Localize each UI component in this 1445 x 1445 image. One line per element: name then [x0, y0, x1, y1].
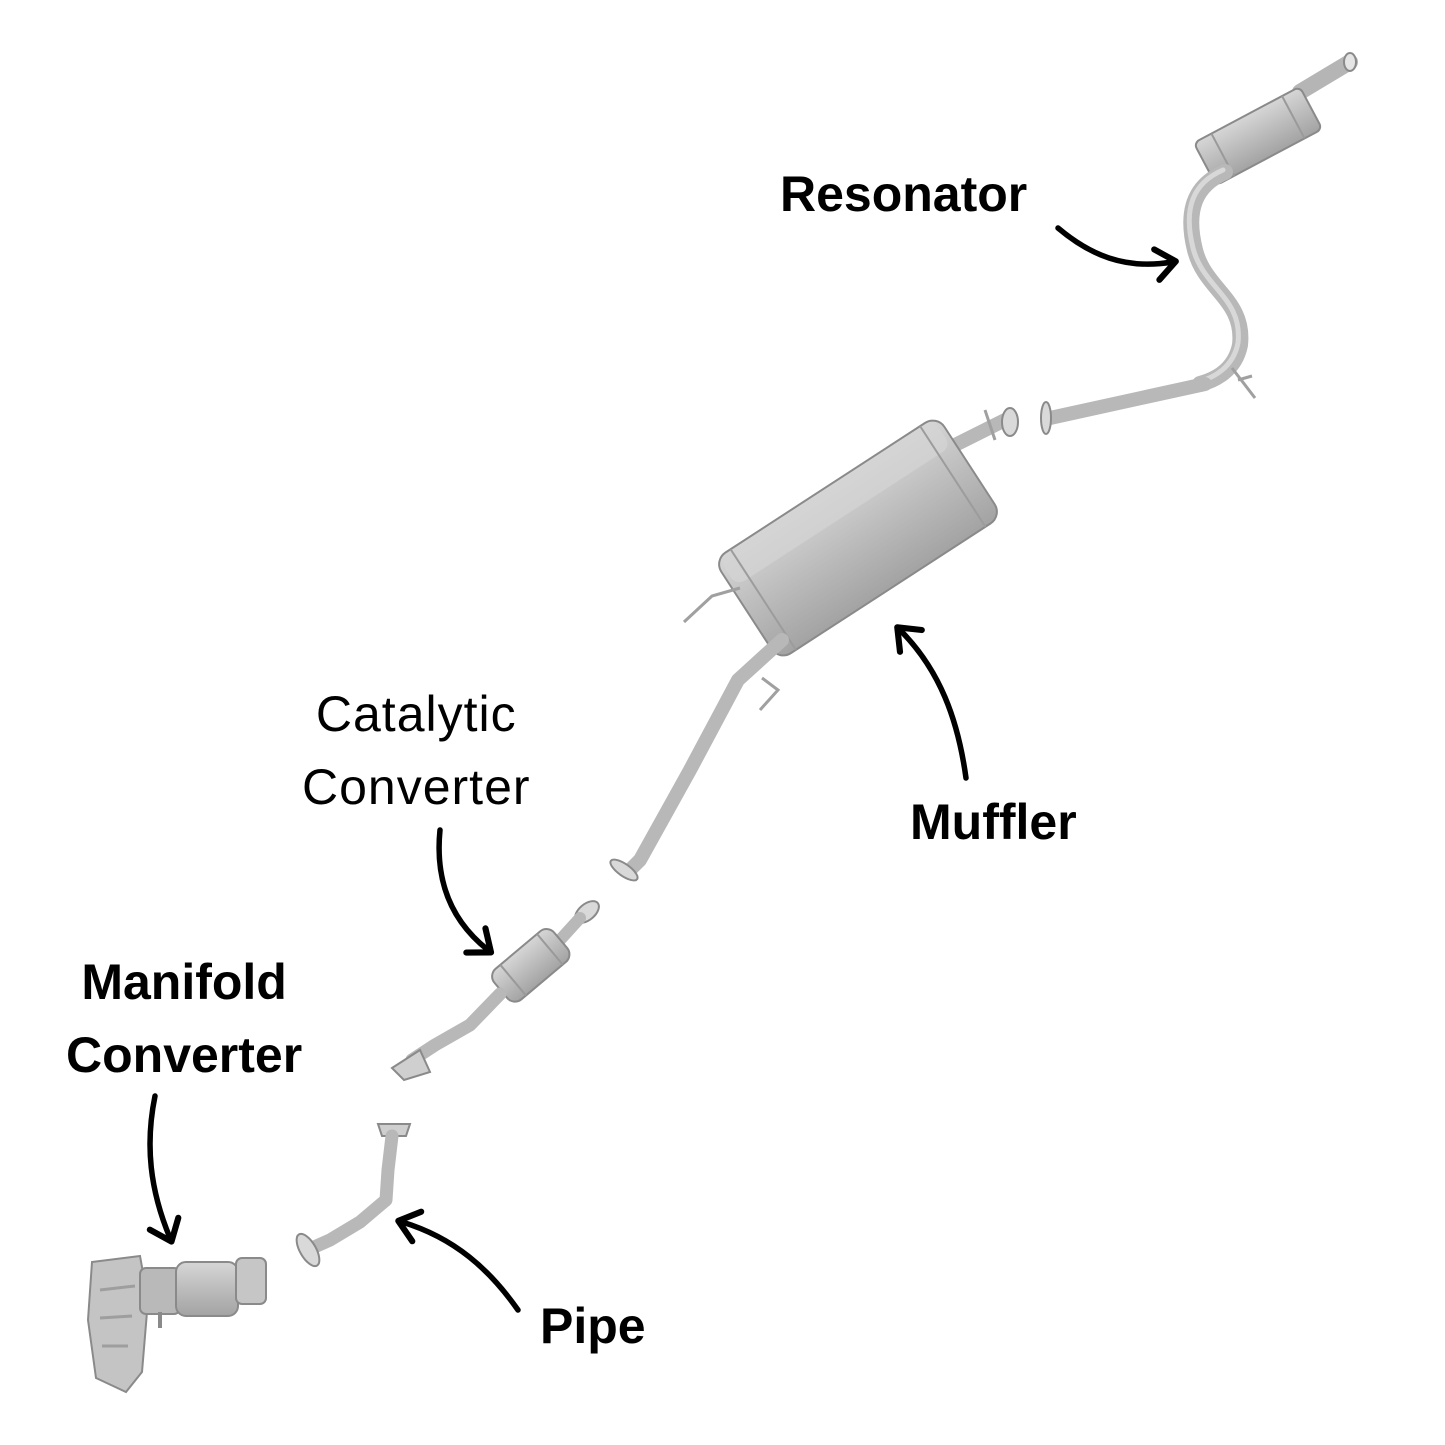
- muffler-arrow-icon: [894, 624, 969, 781]
- resonator-arrow-icon: [1055, 225, 1179, 283]
- manifold-converter-arrow-icon: [146, 1093, 182, 1245]
- manifold-converter-label-line2: Converter: [66, 1026, 303, 1083]
- resonator-label: Resonator: [780, 158, 1027, 231]
- catalytic-converter-arrow-icon: [436, 827, 495, 956]
- catalytic-converter-part: [390, 900, 600, 1082]
- catalytic-converter-label: Catalytic Converter: [302, 678, 531, 823]
- pipe-part: [295, 1123, 412, 1268]
- muffler-part: [609, 407, 1019, 882]
- muffler-label: Muffler: [910, 786, 1077, 859]
- pipe-label: Pipe: [540, 1290, 646, 1363]
- manifold-converter-label-line1: Manifold: [81, 954, 287, 1010]
- resonator-part: [1040, 52, 1358, 435]
- manifold-converter-label: Manifold Converter: [66, 946, 302, 1091]
- resonator-label-text: Resonator: [780, 166, 1028, 222]
- catalytic-converter-label-line1: Catalytic: [315, 686, 517, 742]
- manifold-converter-part: [86, 1254, 267, 1394]
- pipe-label-text: Pipe: [540, 1298, 646, 1354]
- muffler-label-text: Muffler: [910, 794, 1077, 850]
- pipe-arrow-icon: [395, 1208, 521, 1313]
- catalytic-converter-label-line2: Converter: [302, 758, 531, 815]
